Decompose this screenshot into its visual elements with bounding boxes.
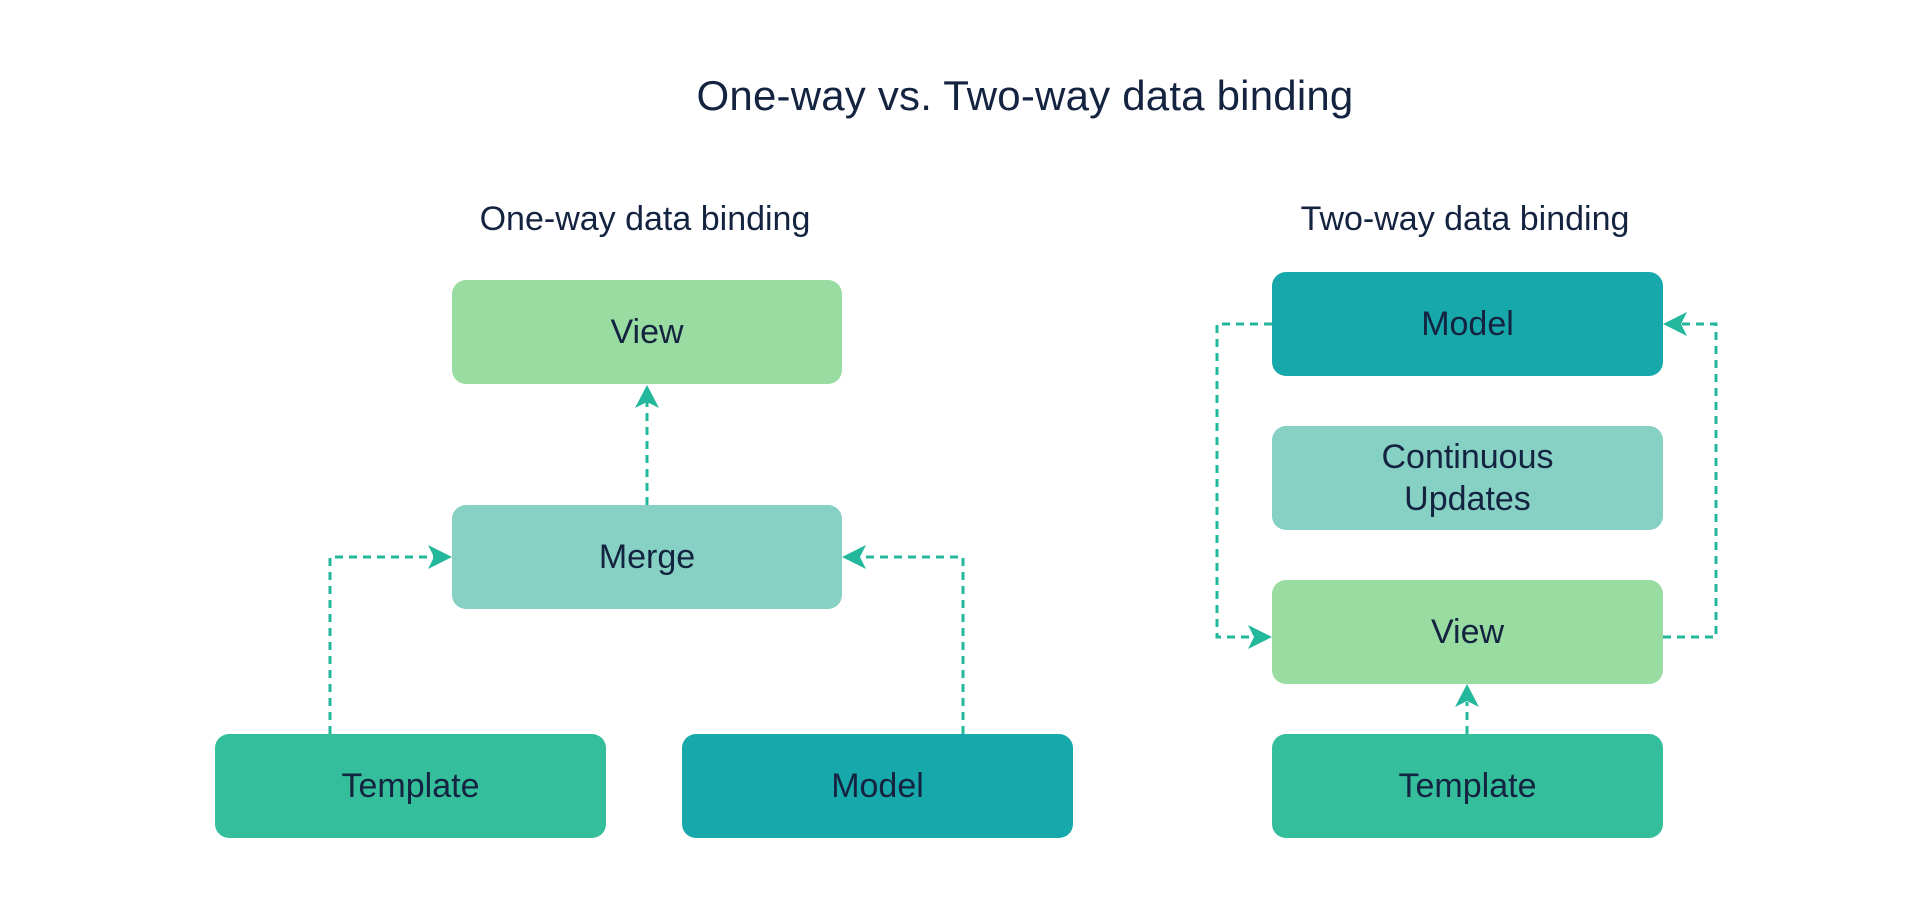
one-way-template-node: Template: [215, 734, 606, 838]
arrow-up-icon: [1455, 684, 1479, 707]
model-to-view-connector: [1215, 322, 1272, 639]
one-way-view-label: View: [610, 312, 684, 351]
one-way-model-node: Model: [682, 734, 1073, 838]
one-way-merge-node: Merge: [452, 505, 842, 609]
two-way-template-node: Template: [1272, 734, 1663, 838]
one-way-view-node: View: [452, 280, 842, 384]
arrow-up-icon: [635, 385, 659, 408]
two-way-continuous-updates-node: Continuous Updates: [1272, 426, 1663, 530]
two-way-continuous-updates-label: Continuous Updates: [1381, 437, 1554, 519]
one-way-merge-label: Merge: [598, 537, 696, 576]
one-way-template-label: Template: [341, 766, 480, 805]
two-way-view-node: View: [1272, 580, 1663, 684]
two-way-view-label: View: [1430, 612, 1505, 651]
view-to-model-connector: [1663, 322, 1718, 639]
two-way-template-label: Template: [1398, 766, 1537, 805]
diagram-title: One-way vs. Two-way data binding: [696, 72, 1354, 119]
arrow-right-icon: [1248, 625, 1272, 649]
arrow-left-icon: [842, 545, 866, 569]
two-way-model-node: Model: [1272, 272, 1663, 376]
model-to-merge-connector: [860, 555, 965, 734]
template-to-merge-connector: [328, 555, 435, 734]
arrow-right-icon: [428, 545, 452, 569]
two-way-model-label: Model: [1421, 304, 1514, 343]
one-way-model-label: Model: [831, 766, 924, 805]
arrow-left-icon: [1663, 312, 1687, 336]
two-way-heading: Two-way data binding: [1300, 200, 1630, 238]
one-way-heading: One-way data binding: [479, 200, 811, 238]
